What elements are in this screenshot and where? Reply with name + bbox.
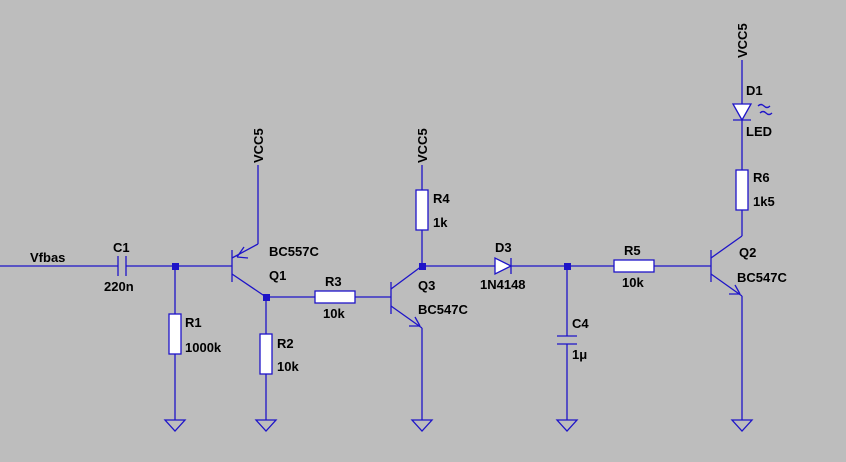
light-emission-icon [757, 103, 773, 116]
q3-value: BC547C [418, 302, 468, 317]
r1-value: 1000k [185, 340, 222, 355]
vcc-label-d1: VCC5 [735, 23, 750, 58]
q2-value: BC547C [737, 270, 787, 285]
ground-symbol [254, 419, 278, 432]
d3-ref: D3 [495, 240, 512, 255]
diode-d3[interactable]: D3 1N4148 [422, 240, 619, 292]
q1-ref: Q1 [269, 268, 286, 283]
ground-symbol [730, 419, 754, 432]
r3-value: 10k [323, 306, 345, 321]
ground-symbol [410, 419, 434, 432]
r4-ref: R4 [433, 191, 450, 206]
c1-ref: C1 [113, 240, 130, 255]
transistor-q1[interactable]: BC557C Q1 [231, 165, 319, 298]
capacitor-c1[interactable]: C1 220n [104, 240, 232, 294]
d1-ref: D1 [746, 83, 763, 98]
ground-symbol [555, 419, 579, 432]
d1-value: LED [746, 124, 772, 139]
c4-ref: C4 [572, 316, 589, 331]
q2-ref: Q2 [739, 245, 756, 260]
resistor-r3[interactable]: R3 10k [266, 274, 391, 321]
capacitor-c4[interactable]: C4 1μ [557, 266, 589, 420]
q3-ref: Q3 [418, 278, 435, 293]
r1-ref: R1 [185, 315, 202, 330]
vcc-label-r4: VCC5 [415, 128, 430, 163]
input-net: Vfbas [0, 250, 118, 267]
ground-symbol [163, 419, 187, 432]
resistor-r4[interactable]: R4 1k [415, 165, 450, 266]
r3-ref: R3 [325, 274, 342, 289]
r2-value: 10k [277, 359, 299, 374]
r6-ref: R6 [753, 170, 770, 185]
q1-value: BC557C [269, 244, 319, 259]
r6-value: 1k5 [753, 194, 775, 209]
r2-ref: R2 [277, 336, 294, 351]
vcc-label-q1: VCC5 [251, 128, 266, 163]
c1-value: 220n [104, 279, 134, 294]
transistor-q2[interactable]: Q2 BC547C [710, 210, 787, 420]
resistor-r1[interactable]: R1 1000k [168, 266, 222, 420]
r4-value: 1k [433, 215, 448, 230]
r5-ref: R5 [624, 243, 641, 258]
resistor-r6[interactable]: R6 1k5 [735, 120, 775, 211]
d3-value: 1N4148 [480, 277, 526, 292]
c4-value: 1μ [572, 347, 587, 362]
r5-value: 10k [622, 275, 644, 290]
transistor-q3[interactable]: Q3 BC547C [390, 265, 468, 420]
led-d1[interactable]: D1 LED [731, 60, 773, 139]
net-label-vfbas: Vfbas [30, 250, 65, 265]
resistor-r5[interactable]: R5 10k [613, 243, 711, 290]
resistor-r2[interactable]: R2 10k [259, 297, 299, 420]
